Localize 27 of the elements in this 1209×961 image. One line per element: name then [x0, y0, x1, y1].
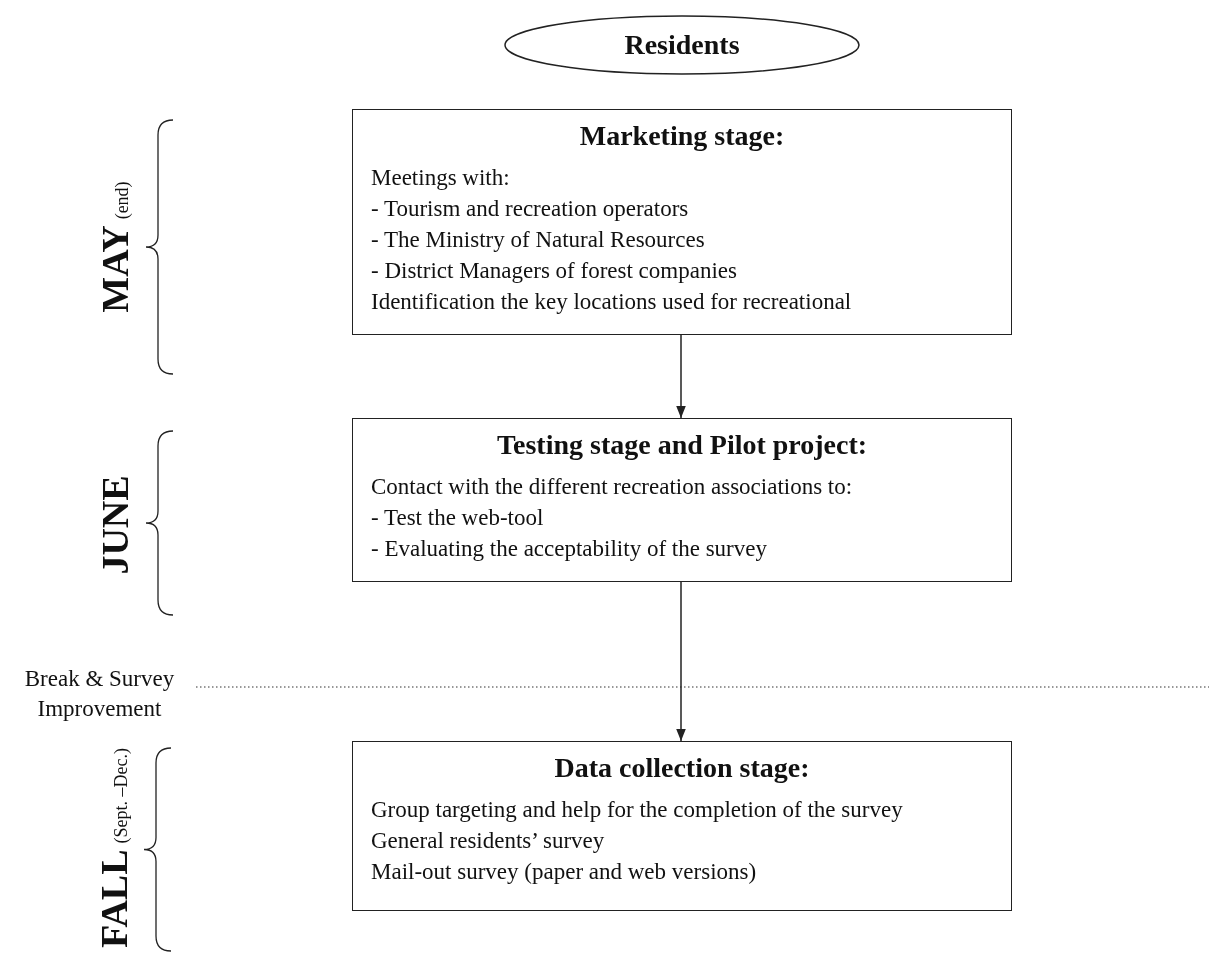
- box-text: - Test the web-tool: [371, 504, 545, 532]
- arrow: [676, 334, 686, 419]
- process-box: [352, 741, 1012, 911]
- box-text: - District Managers of forest companies: [371, 257, 738, 285]
- terminal-ellipse: [504, 15, 860, 75]
- arrow: [676, 581, 686, 742]
- box-text: - Evaluating the acceptability of the survey: [371, 535, 768, 563]
- period-label: JUNE: [92, 475, 137, 575]
- box-heading: Testing stage and Pilot project:: [495, 429, 869, 461]
- box-text: Contact with the different recreation associations to:: [371, 473, 854, 501]
- period-label: FALL: [92, 849, 136, 948]
- node-title: Residents: [624, 29, 740, 61]
- box-heading: Data collection stage:: [553, 752, 811, 784]
- period-note: (Sept. –Dec.): [111, 748, 132, 844]
- box-text: - The Ministry of Natural Resources: [371, 226, 706, 254]
- box-heading: Marketing stage:: [578, 120, 786, 152]
- period-label: MAY: [92, 225, 137, 313]
- box-text: Meetings with:: [371, 164, 511, 192]
- process-box: [352, 418, 1012, 582]
- box-text: General residents’ survey: [371, 827, 606, 855]
- box-text: - Tourism and recreation operators: [371, 195, 690, 223]
- process-box: [352, 109, 1012, 335]
- box-text: Mail-out survey (paper and web versions): [371, 858, 758, 886]
- box-text: Group targeting and help for the completion of the survey: [371, 796, 904, 824]
- box-text: Identification the key locations used for recreational: [371, 288, 853, 316]
- period-note: (end): [111, 181, 133, 220]
- phase-note: Break & Survey Improvement: [23, 665, 176, 723]
